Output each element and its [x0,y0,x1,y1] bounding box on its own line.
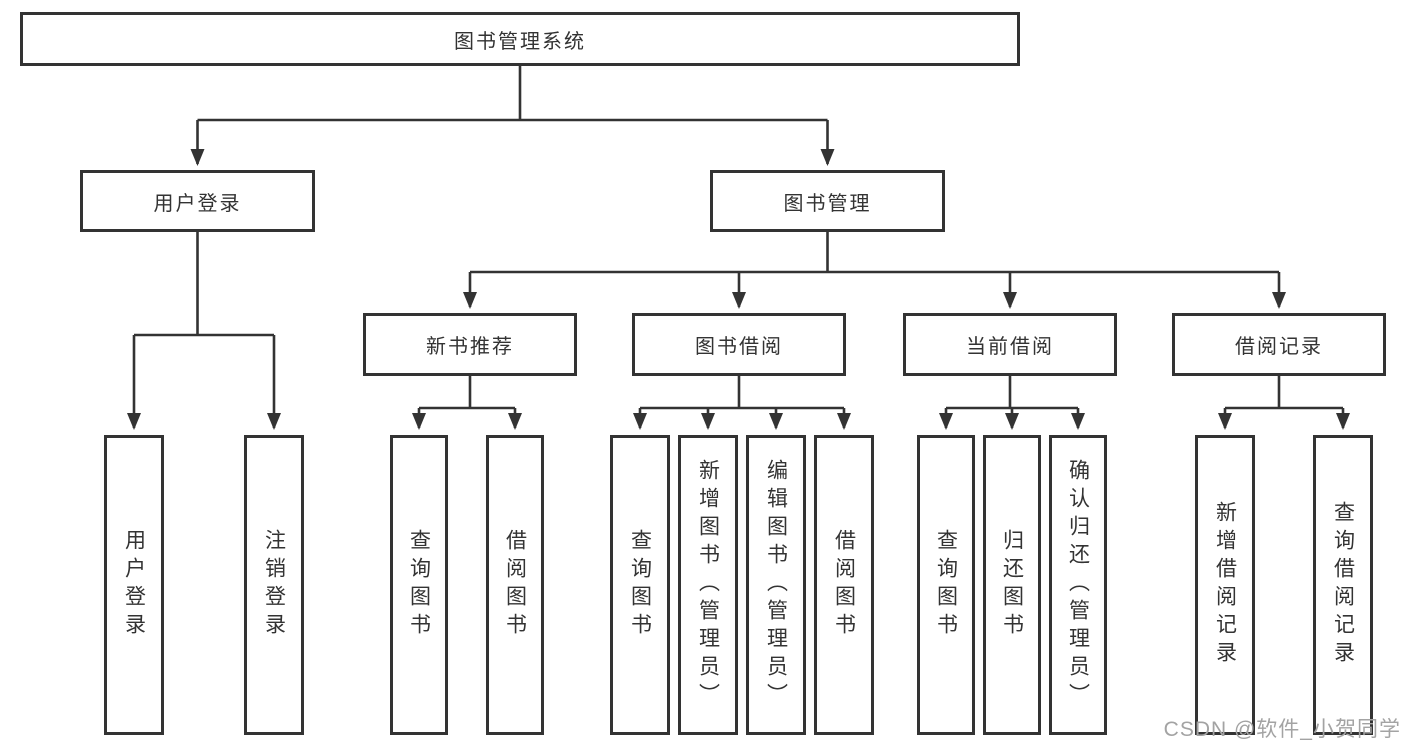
leaf-cb-query-books: 查询图书 [917,435,975,735]
leaf-bb-add-book-admin: 新增图书（管理员） [678,435,738,735]
node-user-login: 用户登录 [80,170,315,232]
leaf-bb-add-book-admin-label: 新增图书（管理员） [696,459,720,711]
leaf-br-query-borrow-record: 查询借阅记录 [1313,435,1373,735]
node-book-borrow: 图书借阅 [632,313,846,376]
leaf-bb-query-books-label: 查询图书 [628,529,652,641]
leaf-logout: 注销登录 [244,435,304,735]
leaf-nb-borrow-books-label: 借阅图书 [503,529,527,641]
leaf-br-add-borrow-record: 新增借阅记录 [1195,435,1255,735]
node-book-borrow-label: 图书借阅 [695,336,783,358]
leaf-nb-borrow-books: 借阅图书 [486,435,544,735]
leaf-cb-confirm-return-admin-label: 确认归还（管理员） [1066,459,1090,711]
leaf-bb-query-books: 查询图书 [610,435,670,735]
connector-current-borrow-trunk [946,376,1078,410]
leaf-bb-borrow-books-label: 借阅图书 [832,529,856,641]
leaf-br-query-borrow-record-label: 查询借阅记录 [1331,501,1355,669]
leaf-logout-label: 注销登录 [262,529,286,641]
leaf-cb-return-books-label: 归还图书 [1000,529,1024,641]
leaf-user-login: 用户登录 [104,435,164,735]
node-user-login-label: 用户登录 [153,192,242,215]
node-new-book-recommend-label: 新书推荐 [426,336,514,358]
leaf-cb-confirm-return-admin: 确认归还（管理员） [1049,435,1107,735]
connector-root-trunk [197,65,828,122]
leaf-cb-query-books-label: 查询图书 [934,529,958,641]
node-library-management-system: 图书管理系统 [20,12,1020,66]
leaf-bb-borrow-books: 借阅图书 [814,435,874,735]
node-library-management-system-label: 图书管理系统 [454,30,586,53]
node-new-book-recommend: 新书推荐 [363,313,577,376]
node-current-borrow-label: 当前借阅 [966,336,1054,358]
connector-book-borrow-trunk [640,376,844,410]
connector-new-book-trunk [419,376,515,410]
connector-book-management-trunk [470,232,1279,274]
leaf-bb-edit-book-admin-label: 编辑图书（管理员） [764,459,788,711]
leaf-br-add-borrow-record-label: 新增借阅记录 [1213,501,1237,669]
leaf-cb-return-books: 归还图书 [983,435,1041,735]
node-borrow-records: 借阅记录 [1172,313,1386,376]
leaf-nb-query-books: 查询图书 [390,435,448,735]
node-current-borrow: 当前借阅 [903,313,1117,376]
leaf-nb-query-books-label: 查询图书 [407,529,431,641]
node-book-management-label: 图书管理 [783,192,872,215]
node-borrow-records-label: 借阅记录 [1235,336,1323,358]
leaf-bb-edit-book-admin: 编辑图书（管理员） [746,435,806,735]
connector-borrow-records-trunk [1225,376,1343,410]
node-book-management: 图书管理 [710,170,945,232]
csdn-watermark: CSDN @软件_小贺同学 [1163,718,1401,741]
connector-user-login-trunk [134,232,274,337]
leaf-user-login-label: 用户登录 [122,529,146,641]
